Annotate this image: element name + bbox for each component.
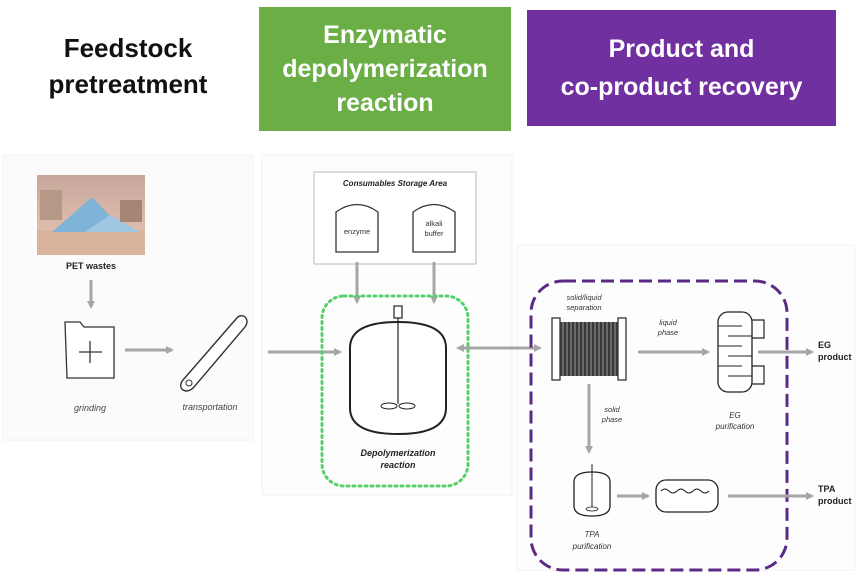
header-line: reaction xyxy=(336,89,434,117)
dryer-icon xyxy=(655,479,719,513)
buffer-label: alkali xyxy=(425,219,442,228)
liquid-phase-label: liquid xyxy=(659,318,677,327)
enzyme-tank-icon xyxy=(335,203,379,253)
pet-wastes-label: PET wastes xyxy=(66,261,116,271)
header-enzymatic-depolymerization: Enzymatic depolymerization reaction xyxy=(259,7,511,131)
reactor-label: reaction xyxy=(380,460,416,470)
tpa-vessel-icon xyxy=(573,464,611,517)
header-line: co-product recovery xyxy=(560,73,803,101)
recovery-dashed-boundary xyxy=(529,279,789,572)
tpa-product-label: product xyxy=(818,496,852,506)
transportation-label: transportation xyxy=(182,402,237,412)
eg-product-label: product xyxy=(818,352,852,362)
recovery-panel xyxy=(516,244,856,571)
eg-purification-label: EG xyxy=(729,411,741,420)
filter-press-icon xyxy=(551,317,627,381)
solid-phase-label: phase xyxy=(601,415,622,424)
distillation-column-icon xyxy=(717,311,765,393)
reactor-icon xyxy=(349,305,447,436)
header-line: Product and xyxy=(608,35,755,63)
header-product-recovery: Product and co-product recovery xyxy=(527,10,836,126)
enzyme-label: enzyme xyxy=(344,227,370,236)
tpa-product-label: TPA xyxy=(818,484,836,494)
separation-label: solid/liquid xyxy=(566,293,602,302)
header-line: pretreatment xyxy=(48,69,208,99)
tpa-purification-label: TPA xyxy=(585,530,600,539)
liquid-phase-label: phase xyxy=(657,328,678,337)
reactor-label: Depolymerization xyxy=(360,448,436,458)
pet-wastes-image xyxy=(37,175,145,255)
separation-label: separation xyxy=(566,303,601,312)
eg-product-label: EG xyxy=(818,340,831,350)
buffer-tank-icon xyxy=(412,203,456,253)
header-line: Enzymatic xyxy=(323,21,447,49)
solid-phase-label: solid xyxy=(604,405,620,414)
grinder-icon xyxy=(64,321,115,379)
conveyor-icon xyxy=(179,315,248,392)
reaction-dotted-boundary xyxy=(320,294,470,488)
buffer-label: buffer xyxy=(424,229,444,238)
eg-purification-label: purification xyxy=(715,422,755,431)
storage-area-title: Consumables Storage Area xyxy=(343,179,448,188)
header-line: depolymerization xyxy=(282,55,488,83)
header-line: Feedstock xyxy=(63,33,193,63)
tpa-purification-label: purification xyxy=(572,542,612,551)
grinding-label: grinding xyxy=(74,403,106,413)
header-feedstock-pretreatment: Feedstock pretreatment xyxy=(18,30,238,102)
